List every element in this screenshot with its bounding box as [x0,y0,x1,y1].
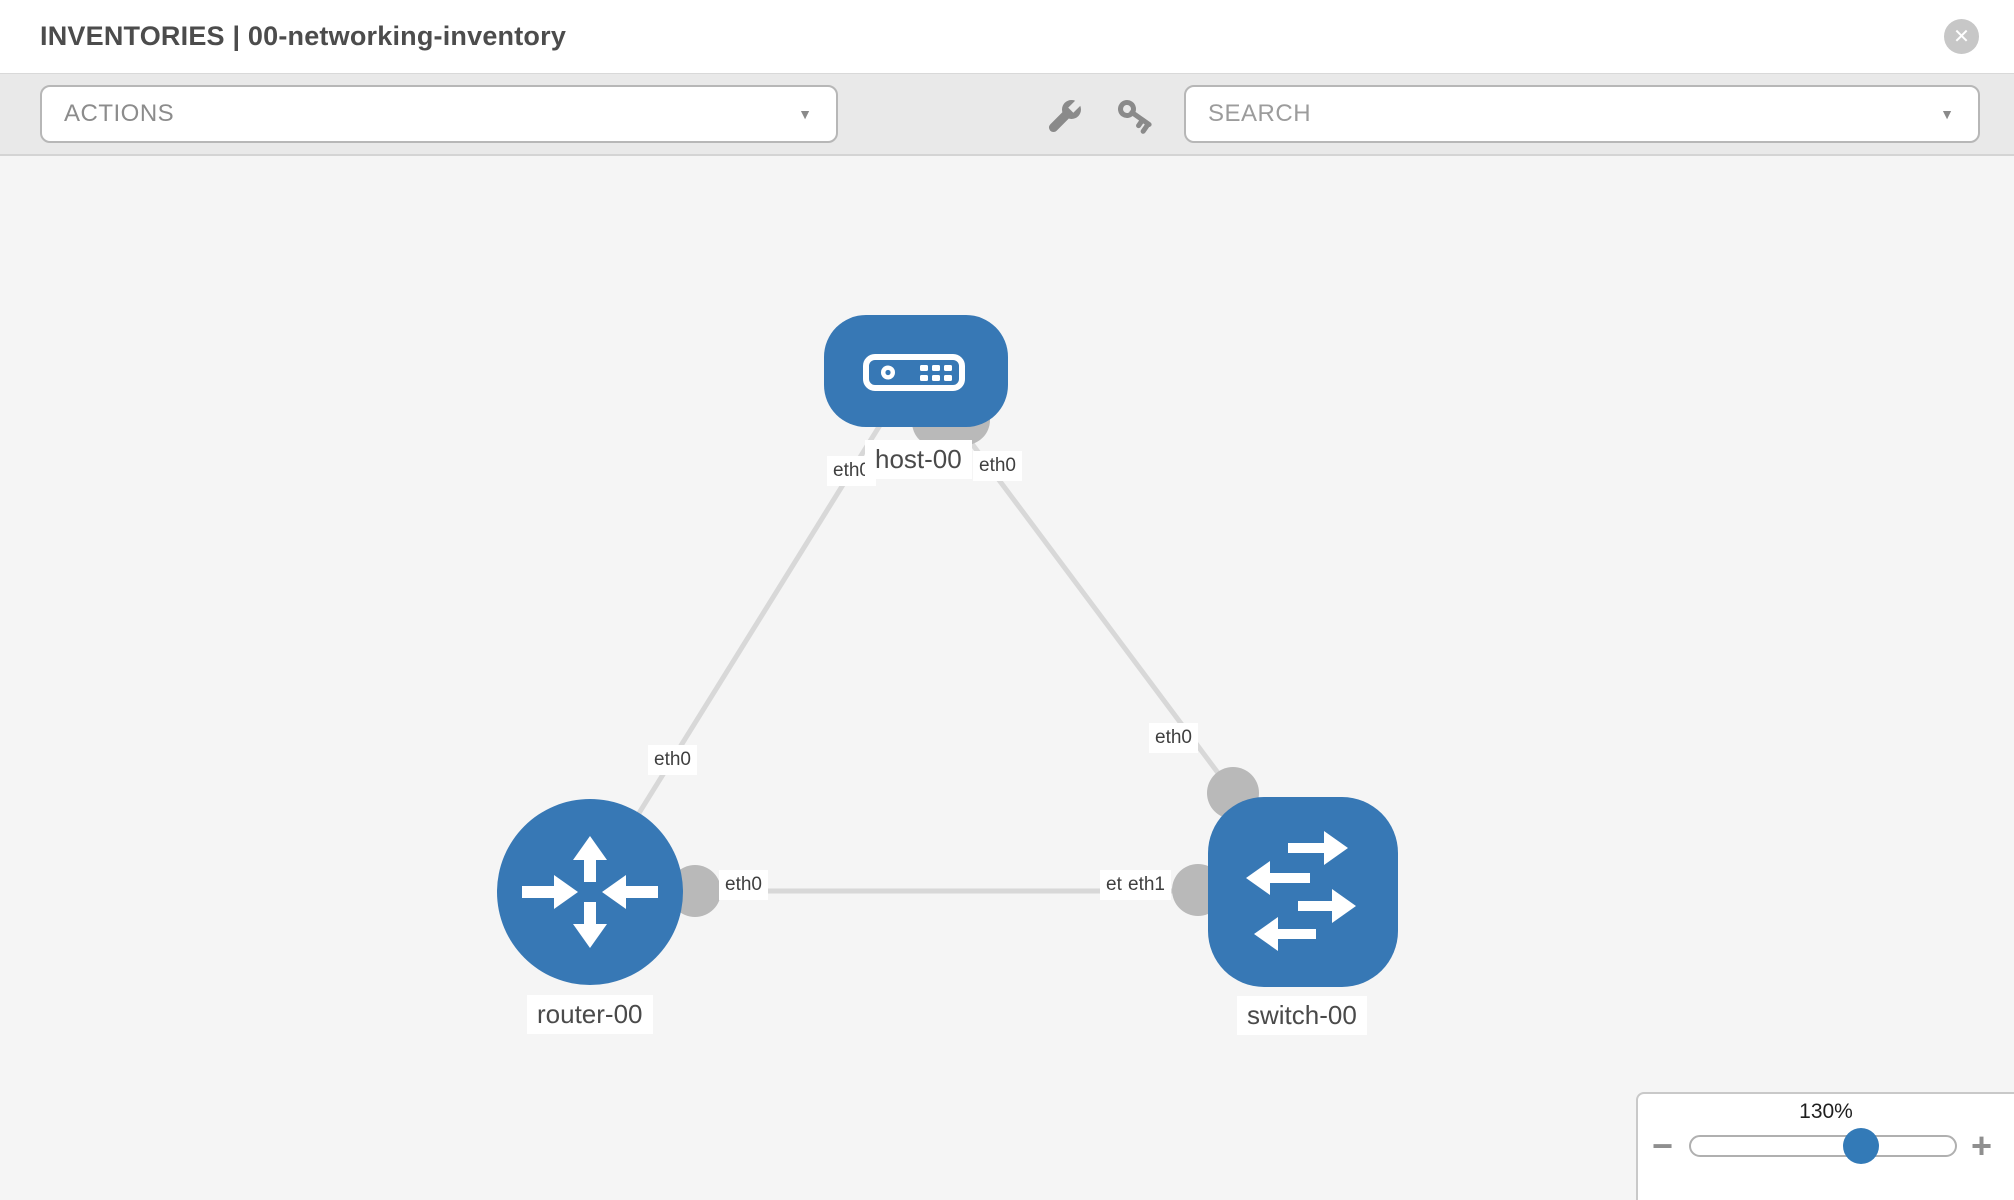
chevron-down-icon: ▼ [1940,106,1954,122]
interface-label: eth1 [1122,870,1171,900]
search-placeholder: SEARCH [1208,100,1312,127]
topology-canvas[interactable]: eth0 eth0 eth0 eth0 eth0 eth0 eth1 host-… [0,156,2014,1200]
node-host-00[interactable] [824,315,1008,427]
node-label-switch-00: switch-00 [1237,996,1367,1036]
interface-label: eth0 [1149,723,1198,753]
toolbar-tools [1044,96,1156,136]
close-icon: ✕ [1953,25,1970,48]
zoom-level: 130% [1799,1100,1853,1123]
key-icon[interactable] [1116,96,1156,136]
page-title: INVENTORIES | 00-networking-inventory [40,21,567,51]
interface-label: eth0 [648,745,697,775]
actions-dropdown[interactable]: ACTIONS ▼ [40,85,838,143]
chevron-down-icon: ▼ [798,106,812,122]
zoom-in-button[interactable]: + [1971,1125,1993,1166]
host-icon [863,354,965,391]
interface-label: eth0 [973,451,1022,481]
header: INVENTORIES | 00-networking-inventory ✕ [0,0,2014,74]
search-dropdown[interactable]: SEARCH ▼ [1184,85,1980,143]
toolbar: ACTIONS ▼ SEARCH ▼ [0,74,2014,156]
router-icon [522,836,658,948]
interface-label: eth0 [827,456,876,486]
node-label-host-00: host-00 [865,440,972,480]
zoom-slider[interactable] [1689,1128,1958,1164]
wrench-icon[interactable] [1044,96,1084,136]
actions-dropdown-label: ACTIONS [64,100,175,127]
switch-icon [1246,831,1356,951]
zoom-out-button[interactable]: − [1652,1125,1674,1166]
node-router-00[interactable] [497,799,683,985]
interface-label-overlapped: eth0 [1100,870,1124,900]
interface-label: eth0 [719,870,768,900]
topology-svg [497,315,1398,987]
zoom-slider-row: − + [1638,1128,2014,1164]
zoom-panel: 130% − + [1636,1092,2014,1200]
close-button[interactable]: ✕ [1944,19,1979,54]
zoom-slider-handle[interactable] [1843,1128,1880,1164]
node-label-router-00: router-00 [527,995,653,1035]
node-switch-00[interactable] [1208,797,1398,987]
